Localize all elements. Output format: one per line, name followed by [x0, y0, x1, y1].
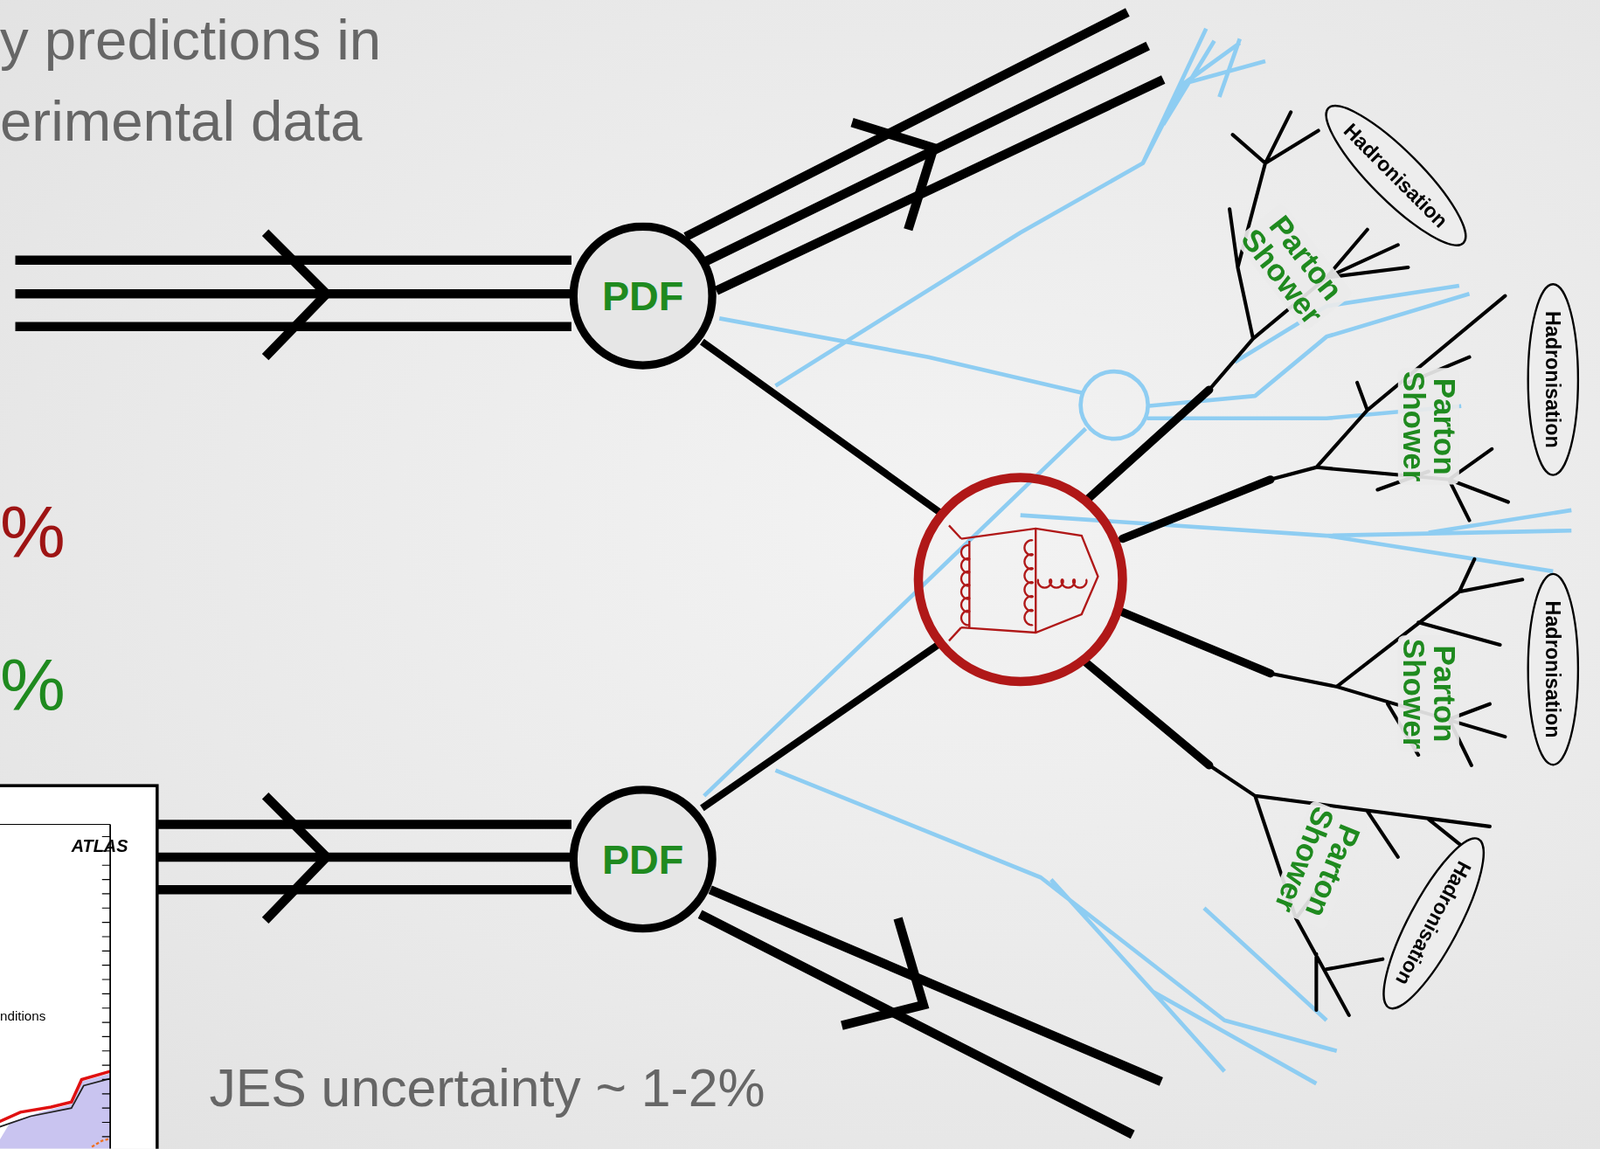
uncertainty-value: % [0, 643, 66, 728]
incoming-proton [158, 824, 572, 891]
hadronisation-label: Hadronisation [1541, 601, 1565, 739]
uncertainty-value: % [0, 490, 66, 575]
proton-remnant [685, 12, 1164, 291]
hard-process-circle [918, 477, 1123, 682]
shower-label: Parton Shower [1267, 799, 1369, 931]
shower-label: Parton Shower [1233, 202, 1354, 333]
outgoing-parton [1087, 389, 1271, 766]
inset-curve [91, 1138, 111, 1147]
subtitle-text: y predictions in [0, 6, 381, 73]
hadronisation-ellipse: Hadronisation [1526, 572, 1580, 767]
ellipse-shape [1528, 283, 1579, 475]
incoming-parton [701, 341, 944, 809]
pdf-label: PDF [602, 275, 684, 317]
remnant-interaction [1080, 371, 1149, 439]
shower-label: Parton Shower [1398, 635, 1460, 753]
hadronisation-ellipse: Hadronisation [1364, 825, 1504, 1022]
inset-axis [0, 824, 111, 825]
hard-process [918, 477, 1123, 682]
proton-arrow [265, 796, 327, 921]
proton-arrow [841, 918, 923, 1026]
ellipse-shape [1310, 90, 1482, 261]
hadronisation-ellipse: Hadronisation [1309, 88, 1484, 264]
shower-label: Parton Shower [1398, 367, 1460, 485]
subtitle-text: erimental data [0, 87, 362, 154]
inset-band [0, 1073, 111, 1149]
ellipse-shape [1366, 827, 1501, 1020]
parton-showers [1087, 111, 1524, 1015]
underlying-event-lines [704, 28, 1573, 1084]
atlas-inset [0, 785, 158, 1149]
inset-frame [0, 785, 158, 1149]
feynman-lines [948, 525, 1098, 641]
pdf-circle: PDF [569, 222, 717, 370]
inset-curve [0, 1078, 111, 1128]
inset-ticks [102, 837, 111, 1137]
hadronisation-label: Hadronisation [1541, 311, 1565, 449]
proton-remnant [699, 889, 1162, 1135]
pdf-label: PDF [602, 838, 684, 880]
inset-curve [0, 1071, 111, 1123]
gluon-lines [961, 540, 1087, 625]
plot-label: ATLAS [71, 837, 129, 858]
proton-beams [15, 12, 1164, 1136]
hadronisation-label: Hadronisation [1339, 118, 1453, 232]
ellipse-shape [1528, 574, 1579, 765]
uncertainty-note: JES uncertainty ~ 1-2% [208, 1057, 765, 1119]
pdf-circle: PDF [569, 785, 717, 933]
proton-arrow [851, 122, 934, 230]
plot-label: nditions [0, 1008, 46, 1025]
incoming-proton [15, 260, 572, 327]
proton-arrow [265, 232, 327, 357]
hadronisation-ellipse: Hadronisation [1526, 282, 1580, 477]
inset-axis [109, 824, 111, 1149]
